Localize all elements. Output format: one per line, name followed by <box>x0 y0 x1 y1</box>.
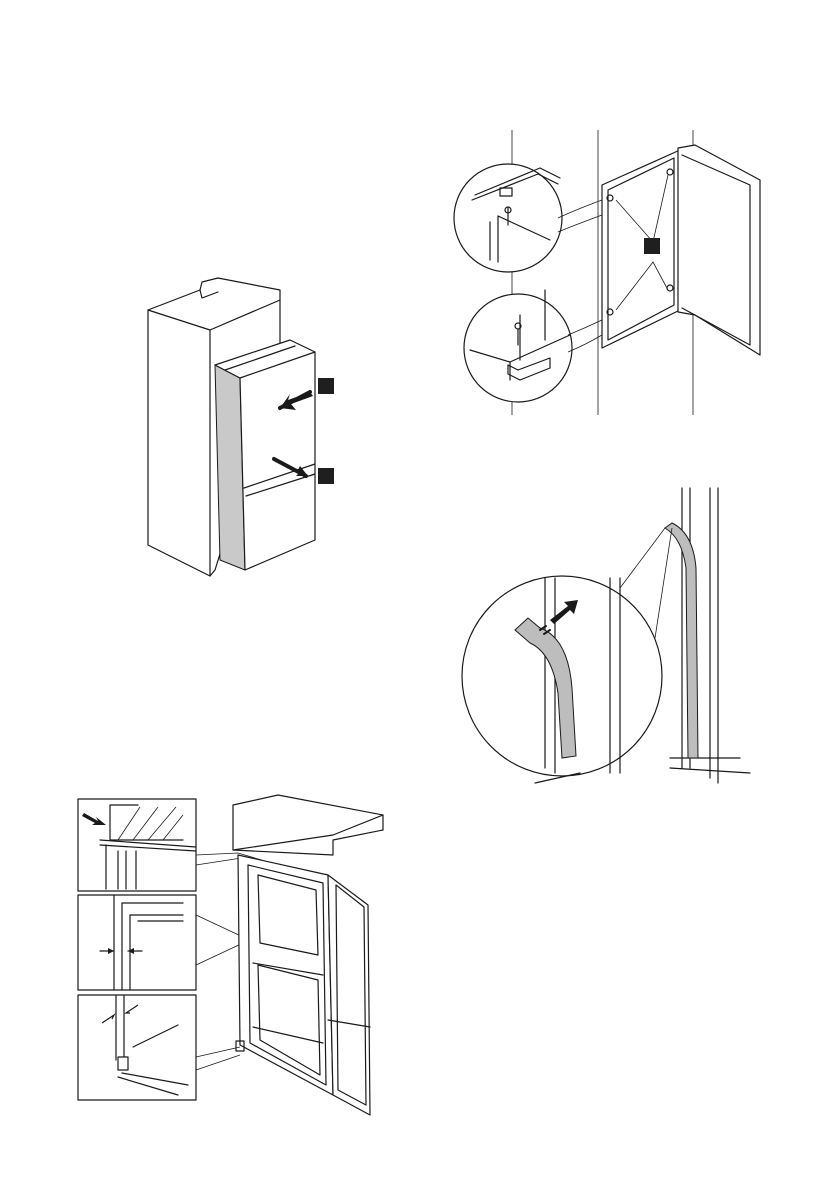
door-alignment-illustration <box>78 795 388 1125</box>
seal-strip-illustration <box>460 488 750 788</box>
door-screws-illustration <box>450 130 760 415</box>
appliance-push-illustration <box>140 270 390 590</box>
